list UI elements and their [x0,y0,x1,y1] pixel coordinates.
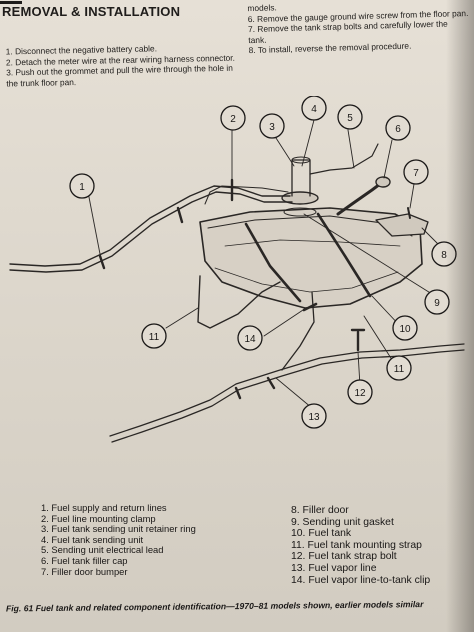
leader-5 [347,129,355,169]
callout-8: 8 [441,250,447,261]
filler-neck [336,182,382,216]
callout-1: 1 [79,182,85,193]
leader-8 [421,227,439,245]
legend-item: 14. Fuel vapor line-to-tank clip [291,574,431,586]
legend-item: 4. Fuel tank sending unit [41,533,144,545]
legend-item: 12. Fuel tank strap bolt [291,551,397,563]
callout-13: 13 [308,412,320,423]
callout-circle-14 [237,325,263,351]
legend-item: 8. Filler door [291,505,349,516]
sending-unit-hoses [204,185,289,205]
callout-circle-7 [403,159,429,185]
leader-1 [87,191,101,255]
callout-12: 12 [354,388,366,399]
legend-item: 5. Sending unit electrical lead [41,544,164,556]
vapor-line-clip-2 [234,386,242,400]
leader-11b [363,315,397,367]
callout-2: 2 [230,114,236,125]
callout-14: 14 [244,334,256,345]
callout-circle-11a [141,323,167,349]
sending-unit-cap [291,156,311,164]
legend-left: 1. Fuel supply and return lines 2. Fuel … [41,502,196,577]
filler-door [375,213,429,237]
sending-unit-ring [281,191,319,205]
callout-circle-4 [301,96,327,121]
leader-13 [275,377,313,409]
fuel-line-return [9,191,293,273]
callout-4: 4 [311,104,317,115]
leader-3 [275,137,295,167]
mounting-strap-left [244,222,302,303]
callout-9: 9 [434,298,440,309]
header-rule [0,1,22,4]
callout-circle-1 [69,173,95,199]
legend-item: 7. Filler door bumper [41,565,128,577]
legend-item: 1. Fuel supply and return lines [41,502,167,513]
fuel-line-supply [9,185,291,267]
callout-10: 10 [399,324,411,335]
callout-circle-12 [347,379,373,405]
instructions-left: 1. Disconnect the negative battery cable… [6,42,245,89]
callout-circle-9 [424,289,450,315]
strap-bracket-left [197,275,281,329]
callout-circle-3 [259,113,285,139]
callout-circle-11b [386,355,412,381]
callout-11b: 11 [394,364,405,375]
section-title: REMOVAL & INSTALLATION [2,4,181,19]
line-clamp-front [98,254,106,270]
fuel-tank-diagram: 1 2 3 4 5 6 7 8 9 10 11 11 12 13 14 [9,96,465,443]
legend-right: 8. Filler door 9. Sending unit gasket 10… [291,505,430,586]
legend-item: 9. Sending unit gasket [291,516,394,528]
vapor-line-clip [302,302,318,312]
callout-7: 7 [413,168,419,179]
fuel-tank-seam [224,239,401,247]
legend-item: 2. Fuel line mounting clamp [41,512,156,524]
callout-5: 5 [347,113,353,124]
callout-circle-5 [337,104,363,130]
callout-circle-2 [220,105,246,131]
legend-item: 10. Fuel tank [291,528,352,540]
vapor-line-riser [281,291,315,371]
legend-item: 3. Fuel tank sending unit retainer ring [41,523,196,535]
callout-3: 3 [269,122,275,133]
filler-cap [375,176,391,188]
instructions-right: models. 6. Remove the gauge ground wire … [247,0,474,56]
sending-unit-body [291,159,311,197]
line-clamp-mid [176,206,184,224]
page-edge-shadow [446,0,474,632]
fuel-tank-lower-edge [214,267,399,293]
leader-7 [409,183,415,209]
legend-item: 11. Fuel tank mounting strap [291,539,422,551]
callout-11a: 11 [149,332,160,343]
leader-6 [383,139,393,179]
fuel-vapor-line [109,343,465,437]
callout-circle-13 [301,403,327,429]
sending-unit-lead [309,143,379,175]
figure-caption: Fig. 61 Fuel tank and related component … [5,599,424,614]
callout-circle-6 [385,115,411,141]
fuel-vapor-line-lower [111,349,465,443]
callout-circle-10 [392,315,418,341]
leader-11a [165,307,199,329]
leader-9 [303,213,433,295]
callout-circle-8 [431,241,457,267]
sending-unit-gasket [283,207,317,217]
legend-item: 6. Fuel tank filler cap [41,554,128,566]
legend-item: 13. Fuel vapor line [291,562,377,574]
vapor-line-clip-3 [266,376,276,390]
leader-14 [263,307,307,337]
callout-6: 6 [395,124,401,135]
leader-4 [301,119,315,167]
filler-door-bumper [407,207,411,219]
